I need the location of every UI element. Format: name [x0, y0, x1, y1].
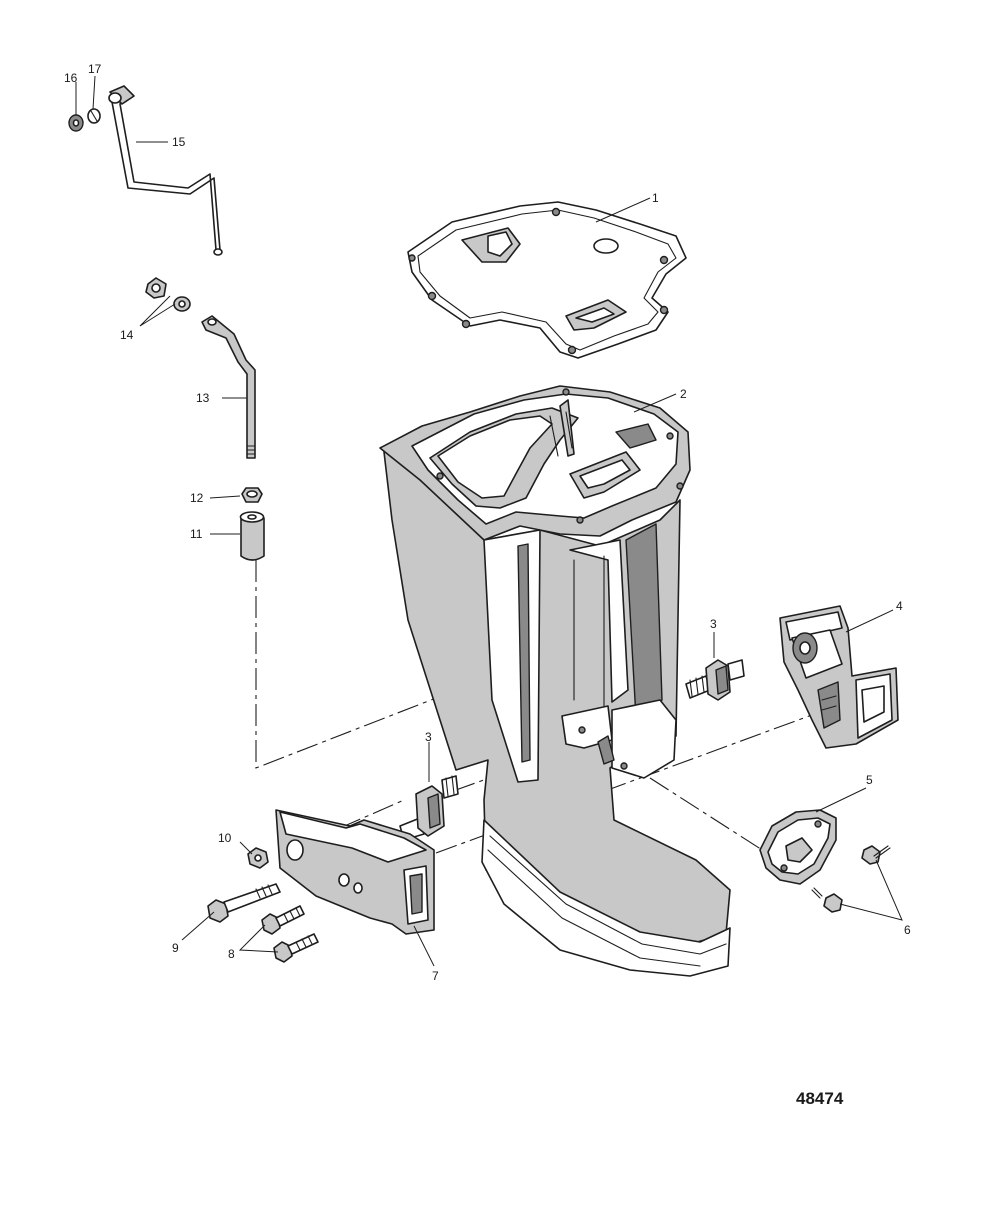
part-15-rod [108, 85, 223, 256]
part-6-screws [811, 845, 891, 913]
callout-15: 15 [172, 135, 186, 149]
part-3-mount-upper [685, 659, 745, 701]
callout-16: 16 [64, 71, 78, 85]
callout-4: 4 [896, 599, 903, 613]
callout-2: 2 [680, 387, 687, 401]
callout-3-lower: 3 [425, 730, 432, 744]
leader-lines [75, 75, 903, 967]
part-17-washer [87, 108, 101, 124]
callout-13: 13 [196, 391, 210, 405]
callout-17: 17 [88, 62, 102, 76]
part-1-gasket [407, 201, 687, 359]
callout-11: 11 [190, 527, 203, 541]
callout-10: 10 [218, 831, 232, 845]
callout-1: 1 [652, 191, 659, 205]
part-10-nut [247, 847, 269, 869]
callout-7: 7 [432, 969, 439, 983]
part-3-mount-lower [399, 775, 459, 841]
callout-labels: 16 17 15 1 14 2 13 12 11 3 4 3 5 10 6 9 … [64, 62, 911, 983]
part-5-cover-plate [759, 809, 837, 885]
callout-5: 5 [866, 773, 873, 787]
part-14-bushings [145, 277, 191, 312]
callout-3-upper: 3 [710, 617, 717, 631]
part-2-driveshaft-housing [379, 385, 731, 977]
callout-9: 9 [172, 941, 179, 955]
callout-8: 8 [228, 947, 235, 961]
part-8-screws [261, 905, 319, 963]
part-12-nut [241, 487, 263, 503]
part-4-mount-bracket-right [779, 605, 899, 749]
callout-14: 14 [120, 328, 134, 342]
callout-6: 6 [904, 923, 911, 937]
part-9-bolt [207, 883, 281, 923]
part-13-shift-rod [201, 315, 256, 459]
part-11-sleeve [239, 511, 265, 561]
part-7-mount-bracket-left [275, 809, 435, 935]
callout-12: 12 [190, 491, 204, 505]
part-16-nut [68, 114, 84, 132]
figure-number: 48474 [796, 1089, 844, 1108]
